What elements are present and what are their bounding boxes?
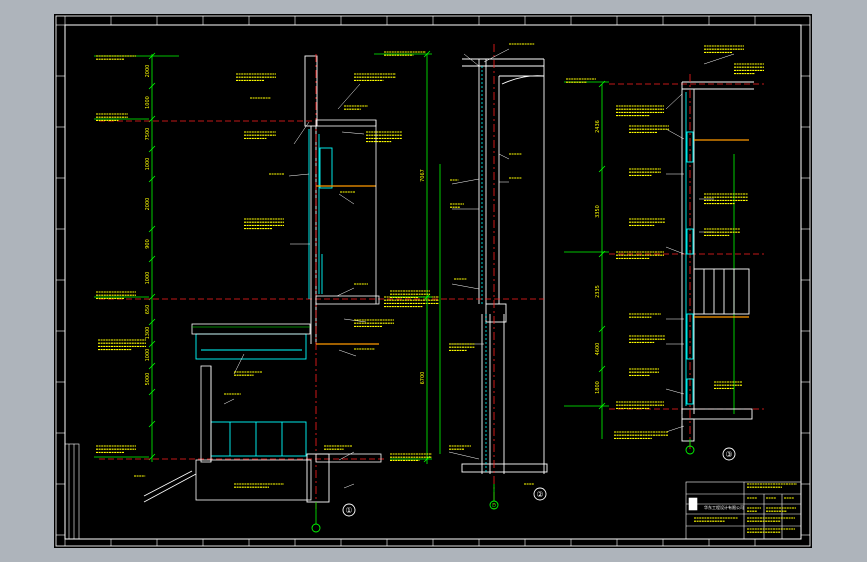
inner-frame [64, 24, 802, 540]
d1-slab-outline [315, 119, 382, 463]
dimension-text: 1300 [145, 327, 151, 340]
d3-glazing [685, 92, 694, 406]
d2-level-marks [374, 53, 432, 460]
dimension-text: 650 [145, 305, 151, 315]
d3-dimension-ticks: 2436 3350 2335 4600 1800 [595, 80, 606, 410]
dimension-text: 1000 [145, 158, 151, 171]
d1-slabs [316, 185, 379, 345]
dimension-text: 6700 [420, 372, 426, 385]
dimension-text: 1000 [145, 349, 151, 362]
section-drawing[interactable]: 2000 1000 7500 1000 2000 900 1000 650 1300 1000 50… [54, 14, 812, 548]
dimension-text: 5000 [145, 373, 151, 386]
detail-number-icon [342, 503, 356, 517]
detail-number-icon [722, 447, 736, 461]
grid-bubble-icon [489, 500, 499, 510]
revision-column [64, 443, 80, 540]
grid-bubble-icon [311, 523, 321, 533]
dimension-text: 4600 [595, 343, 601, 356]
detail-3[interactable]: 2436 3350 2335 4600 1800 [564, 45, 764, 461]
d2-wall [461, 58, 548, 474]
title-block-text [694, 483, 797, 533]
d3-leaders [665, 53, 735, 433]
d3-slabs [694, 139, 749, 318]
d1-leaders [223, 83, 367, 489]
dimension-text: 3350 [595, 205, 601, 218]
grid-bubble-label: D [492, 503, 496, 509]
detail-1[interactable]: 2000 1000 7500 1000 2000 900 1000 650 1300 1000 50… [94, 52, 449, 533]
d1-level-marks [94, 55, 179, 458]
detail-number-icon [533, 487, 547, 501]
dimension-text: 7067 [420, 169, 426, 182]
d3-annotations [566, 45, 764, 439]
detail-2-number: ② [536, 490, 543, 499]
d3-wall [681, 81, 754, 442]
title-block-company: 华东工程设计有限公司 [704, 504, 744, 510]
d1-dimension-ticks: 2000 1000 7500 1000 2000 900 1000 650 1300 1000 50… [145, 52, 156, 461]
frame-ticks [56, 16, 810, 546]
drawing-sheet[interactable]: 2000 1000 7500 1000 2000 900 1000 650 1300 1000 50… [54, 14, 812, 548]
dimension-text: 900 [145, 239, 151, 249]
dimension-text: 2335 [595, 285, 601, 298]
d2-glazing [481, 66, 487, 472]
title-block[interactable] [685, 481, 802, 540]
d1-canopy [195, 333, 307, 457]
outer-frame [55, 15, 811, 547]
grid-bubble-icon [685, 445, 695, 455]
detail-1-number: ① [345, 506, 352, 515]
d2-annotations [384, 43, 535, 485]
dimension-text: 7500 [145, 128, 151, 141]
d2-dimension-ticks: 7067 6700 [420, 50, 431, 463]
dimension-text: 1000 [145, 96, 151, 109]
dimension-text: 2000 [145, 198, 151, 211]
dimension-text: 2000 [145, 65, 151, 78]
detail-3-number: ③ [725, 450, 732, 459]
dimension-text: 1000 [145, 272, 151, 285]
d1-annotations [96, 55, 439, 488]
dimension-text: 2436 [595, 120, 601, 133]
d1-glazing [308, 129, 333, 299]
dimension-text: 1800 [595, 381, 601, 394]
detail-2[interactable]: 7067 6700 [374, 43, 548, 510]
d1-canopy-frame [143, 323, 312, 503]
